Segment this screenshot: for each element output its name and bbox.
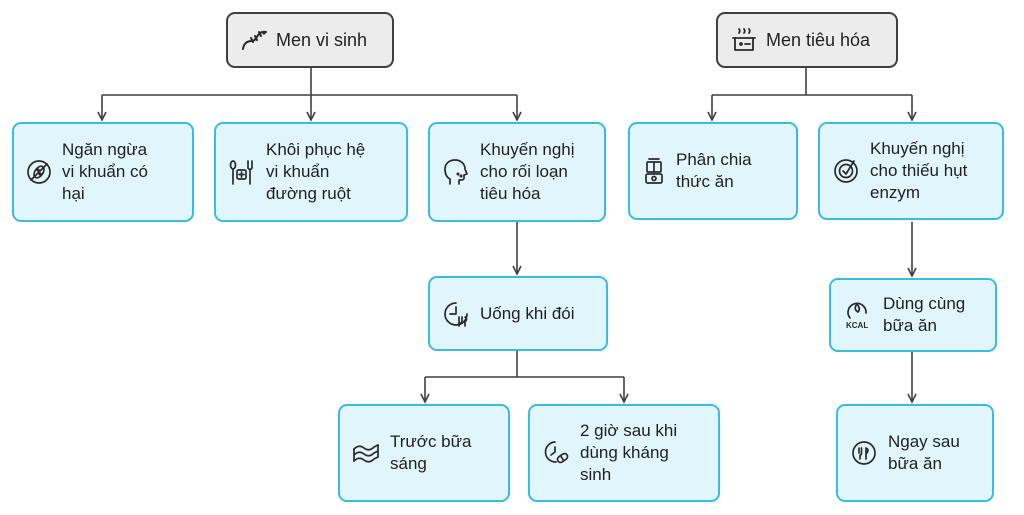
clock-fork-icon bbox=[850, 439, 878, 467]
no-bacteria-icon bbox=[26, 159, 52, 185]
node-2-gio-sau-khang-sinh[interactable]: 2 giờ sau khi dùng kháng sinh bbox=[528, 404, 720, 502]
svg-text:KCAL: KCAL bbox=[846, 321, 868, 330]
node-men-tieu-hoa[interactable]: Men tiêu hóa bbox=[716, 12, 898, 68]
node-label: Khuyến nghị cho rối loạn tiêu hóa bbox=[480, 140, 575, 203]
node-khuyen-nghi-roi-loan-tieu-hoa[interactable]: Khuyến nghị cho rối loạn tiêu hóa bbox=[428, 122, 606, 222]
node-uong-khi-doi[interactable]: Uống khi đói bbox=[428, 276, 608, 351]
node-label: Dùng cùng bữa ăn bbox=[883, 294, 966, 335]
worm-icon bbox=[240, 27, 268, 53]
kcal-icon: KCAL bbox=[843, 300, 873, 330]
node-label: Ngăn ngừa vi khuẩn có hại bbox=[62, 140, 148, 203]
food-processor-icon bbox=[642, 157, 666, 185]
clock-fork-icon bbox=[442, 300, 470, 328]
timer-pill-icon bbox=[542, 439, 570, 467]
utensils-medical-icon bbox=[228, 158, 256, 186]
node-label: Uống khi đói bbox=[480, 303, 575, 323]
node-dung-cung-bua-an[interactable]: KCAL Dùng cùng bữa ăn bbox=[829, 278, 997, 352]
node-ngan-ngua-vi-khuan[interactable]: Ngăn ngừa vi khuẩn có hại bbox=[12, 122, 194, 222]
cooking-pot-icon bbox=[730, 26, 758, 54]
node-ngay-sau-bua-an[interactable]: Ngay sau bữa ăn bbox=[836, 404, 994, 502]
node-label: Ngay sau bữa ăn bbox=[888, 432, 960, 473]
node-khuyen-nghi-thieu-hut-enzym[interactable]: Khuyến nghị cho thiếu hụt enzym bbox=[818, 122, 1004, 220]
node-men-vi-sinh[interactable]: Men vi sinh bbox=[226, 12, 394, 68]
node-label: Khuyến nghị cho thiếu hụt enzym bbox=[870, 139, 968, 202]
node-label: Phân chia thức ăn bbox=[676, 150, 752, 191]
node-phan-chia-thuc-an[interactable]: Phân chia thức ăn bbox=[628, 122, 798, 220]
head-profile-icon bbox=[442, 157, 470, 187]
node-label: Trước bữa sáng bbox=[390, 432, 472, 473]
node-label: Men vi sinh bbox=[276, 29, 368, 50]
node-label: Khôi phục hệ vi khuẩn đường ruột bbox=[266, 140, 366, 203]
node-label: Men tiêu hóa bbox=[766, 29, 871, 50]
node-label: 2 giờ sau khi dùng kháng sinh bbox=[580, 421, 678, 484]
node-truoc-bua-sang[interactable]: Trước bữa sáng bbox=[338, 404, 510, 502]
target-check-icon bbox=[832, 157, 860, 185]
node-khoi-phuc-he-vi-khuan[interactable]: Khôi phục hệ vi khuẩn đường ruột bbox=[214, 122, 408, 222]
bacon-icon bbox=[352, 440, 380, 466]
